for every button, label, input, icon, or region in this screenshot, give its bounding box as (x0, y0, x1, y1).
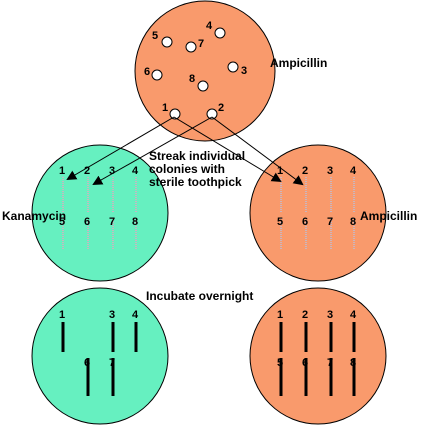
streak-label-8: 8 (350, 216, 356, 228)
growth-label-1: 1 (59, 309, 65, 321)
label-incubate: Incubate overnight (146, 289, 253, 303)
colony-6 (151, 69, 163, 81)
kanamycin-streaks: 1 2 3 4 5 6 7 8 (59, 165, 139, 250)
colony-label-4: 4 (206, 20, 213, 32)
colony-label-3: 3 (241, 65, 247, 77)
growth-label-3: 3 (109, 309, 115, 321)
growth-label-5: 5 (277, 357, 283, 369)
growth-label-7: 7 (327, 357, 333, 369)
label-streak-line2: colonies with (149, 162, 225, 176)
streak-label-2: 2 (84, 165, 90, 177)
colony-4 (214, 27, 226, 39)
colony-label-6: 6 (144, 66, 150, 78)
streak-label-1: 1 (277, 165, 283, 177)
ampicillin-streaks: 1 2 3 4 5 6 7 8 (277, 165, 357, 250)
colony-label-1: 1 (162, 102, 168, 114)
growth-label-1: 1 (277, 309, 283, 321)
streak-label-6: 6 (302, 216, 308, 228)
streak-label-1: 1 (59, 165, 65, 177)
master-colonies: 1 2 3 4 5 6 7 8 (144, 20, 247, 120)
colony-2 (206, 108, 218, 120)
label-kanamycin: Kanamycin (2, 209, 66, 223)
streak-label-7: 7 (327, 216, 333, 228)
colony-label-7: 7 (198, 38, 204, 50)
label-streak-line3: sterile toothpick (149, 175, 242, 189)
plate-ampicillin-streak (249, 144, 387, 282)
colony-3 (227, 61, 239, 73)
streak-label-5: 5 (59, 216, 65, 228)
arrow-colony1-to-ampicillin (173, 116, 282, 183)
label-ampicillin-streak: Ampicillin (360, 209, 417, 223)
ampicillin-growth: 1 2 3 4 5 6 7 8 (277, 309, 357, 396)
streak-label-4: 4 (350, 165, 357, 177)
plate-kanamycin-streak (31, 144, 169, 282)
colony-8 (197, 80, 209, 92)
growth-label-2: 2 (302, 309, 308, 321)
colony-5 (161, 36, 173, 48)
plate-kanamycin-incubated (31, 287, 169, 425)
label-ampicillin-master: Ampicillin (270, 56, 327, 70)
streak-label-4: 4 (132, 165, 139, 177)
colony-1 (169, 108, 181, 120)
kanamycin-growth: 1 3 4 6 7 (59, 309, 139, 396)
growth-label-7: 7 (109, 357, 115, 369)
streak-label-7: 7 (109, 216, 115, 228)
growth-label-3: 3 (327, 309, 333, 321)
colony-7 (185, 41, 197, 53)
arrow-colony1-to-kanamycin (66, 116, 175, 181)
plate-master-ampicillin (134, 0, 276, 142)
streak-label-5: 5 (277, 216, 283, 228)
plate-ampicillin-incubated (249, 287, 387, 425)
growth-label-6: 6 (302, 357, 308, 369)
streak-label-6: 6 (84, 216, 90, 228)
label-streak-line1: Streak individual (149, 149, 245, 163)
streak-label-2: 2 (302, 165, 308, 177)
growth-label-6: 6 (84, 357, 90, 369)
colony-label-8: 8 (189, 73, 195, 85)
growth-label-4: 4 (132, 309, 139, 321)
streak-label-3: 3 (327, 165, 333, 177)
colony-label-2: 2 (218, 102, 224, 114)
arrow-colony2-to-ampicillin (211, 116, 304, 186)
streak-label-8: 8 (132, 216, 138, 228)
streak-label-3: 3 (109, 165, 115, 177)
growth-label-4: 4 (350, 309, 357, 321)
growth-label-8: 8 (350, 357, 356, 369)
colony-label-5: 5 (152, 30, 158, 42)
